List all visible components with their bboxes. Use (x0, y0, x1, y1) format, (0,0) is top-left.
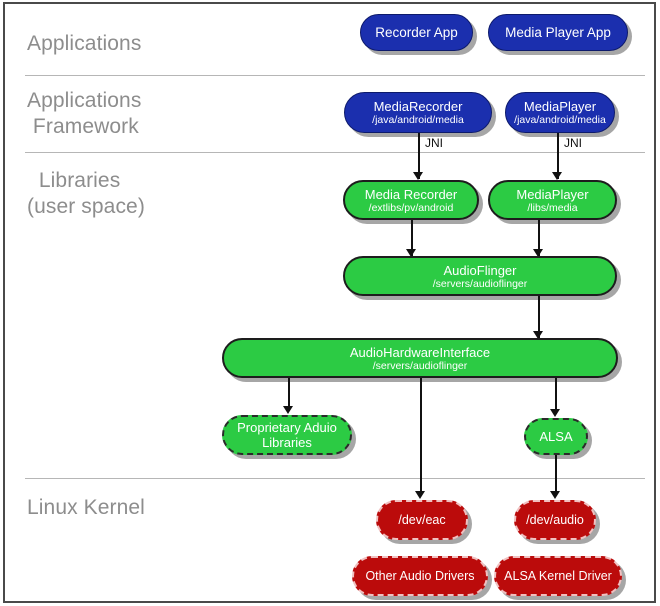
layer-label-applications: Applications (27, 32, 142, 55)
divider-linux-kernel (25, 478, 645, 479)
arrowhead-audioflinger-to-hardware-interface (533, 331, 543, 339)
arrowhead-media-player-to-audioflinger (533, 249, 543, 257)
node-audio-hardware-interface[interactable]: AudioHardwareInterface /servers/audiofli… (222, 338, 618, 378)
connector-jni-left (418, 133, 420, 179)
edge-label-jni-right: JNI (564, 136, 582, 150)
arrowhead-hardware-interface-to-alsa (550, 409, 560, 417)
node-media-recorder-framework-title: MediaRecorder (373, 99, 463, 114)
arrowhead-hardware-interface-to-proprietary (283, 406, 293, 414)
node-other-audio-drivers-title: Other Audio Drivers (365, 568, 475, 583)
node-dev-eac[interactable]: /dev/eac (376, 500, 468, 540)
layer-label-libraries-line2: (user space) (27, 195, 145, 218)
node-proprietary-audio-libraries-title-line1: Proprietary Aduio (237, 420, 337, 435)
node-recorder-app-title: Recorder App (375, 25, 458, 40)
node-proprietary-audio-libraries[interactable]: Proprietary Aduio Libraries (222, 415, 352, 455)
node-alsa-kernel-driver[interactable]: ALSA Kernel Driver (494, 556, 622, 596)
layer-label-linux-kernel: Linux Kernel (27, 496, 145, 519)
node-recorder-app[interactable]: Recorder App (360, 14, 473, 51)
node-media-player-framework-title: MediaPlayer (523, 99, 597, 114)
node-media-player-app-title: Media Player App (505, 25, 611, 40)
arrowhead-jni-right (552, 172, 562, 180)
connector-media-recorder-to-audioflinger (411, 220, 413, 256)
node-media-player-framework-path: /java/android/media (514, 114, 606, 126)
node-media-player-app[interactable]: Media Player App (488, 14, 628, 51)
connector-audioflinger-to-hardware-interface (538, 296, 540, 338)
layer-label-libraries-line1: Libraries (27, 169, 121, 192)
connector-alsa-to-dev-audio (555, 455, 557, 494)
node-alsa[interactable]: ALSA (524, 418, 588, 455)
node-audio-hardware-interface-path: /servers/audioflinger (372, 359, 468, 372)
node-media-player-library-title: MediaPlayer (516, 186, 589, 202)
node-alsa-title: ALSA (539, 429, 573, 444)
node-media-player-library-path: /libs/media (527, 201, 578, 214)
node-dev-audio[interactable]: /dev/audio (514, 500, 596, 540)
node-proprietary-audio-libraries-title-line2: Libraries (262, 435, 312, 450)
node-media-recorder-framework[interactable]: MediaRecorder /java/android/media (344, 92, 492, 133)
node-audio-hardware-interface-title: AudioHardwareInterface (349, 344, 491, 360)
node-alsa-kernel-driver-title: ALSA Kernel Driver (504, 568, 612, 583)
node-media-recorder-library[interactable]: Media Recorder /extlibs/pv/android (343, 180, 479, 220)
node-audio-flinger-title: AudioFlinger (443, 262, 517, 278)
node-audio-flinger[interactable]: AudioFlinger /servers/audioflinger (343, 256, 617, 296)
divider-framework (25, 152, 645, 153)
node-audio-flinger-path: /servers/audioflinger (432, 277, 528, 290)
node-media-recorder-library-title: Media Recorder (364, 186, 458, 202)
node-media-player-framework[interactable]: MediaPlayer /java/android/media (505, 92, 615, 133)
arrowhead-alsa-to-dev-audio (550, 491, 560, 499)
node-dev-eac-title: /dev/eac (398, 512, 446, 527)
connector-hardware-interface-to-dev-eac (420, 378, 422, 494)
connector-hardware-interface-to-alsa (555, 378, 557, 414)
node-dev-audio-title: /dev/audio (526, 512, 584, 527)
node-other-audio-drivers[interactable]: Other Audio Drivers (352, 556, 488, 596)
arrowhead-hardware-interface-to-dev-eac (415, 491, 425, 499)
node-media-recorder-framework-path: /java/android/media (372, 114, 464, 126)
edge-label-jni-left: JNI (425, 136, 443, 150)
connector-media-player-to-audioflinger (538, 220, 540, 256)
divider-applications (25, 75, 645, 76)
connector-jni-right (557, 133, 559, 179)
node-media-recorder-library-path: /extlibs/pv/android (368, 201, 454, 214)
connector-hardware-interface-to-proprietary (288, 378, 290, 411)
arrowhead-media-recorder-to-audioflinger (406, 249, 416, 257)
node-media-player-library[interactable]: MediaPlayer /libs/media (488, 180, 617, 220)
layer-label-applications-framework-line1: Applications (27, 89, 142, 112)
arrowhead-jni-left (413, 172, 423, 180)
layer-label-applications-framework-line2: Framework (27, 115, 139, 138)
